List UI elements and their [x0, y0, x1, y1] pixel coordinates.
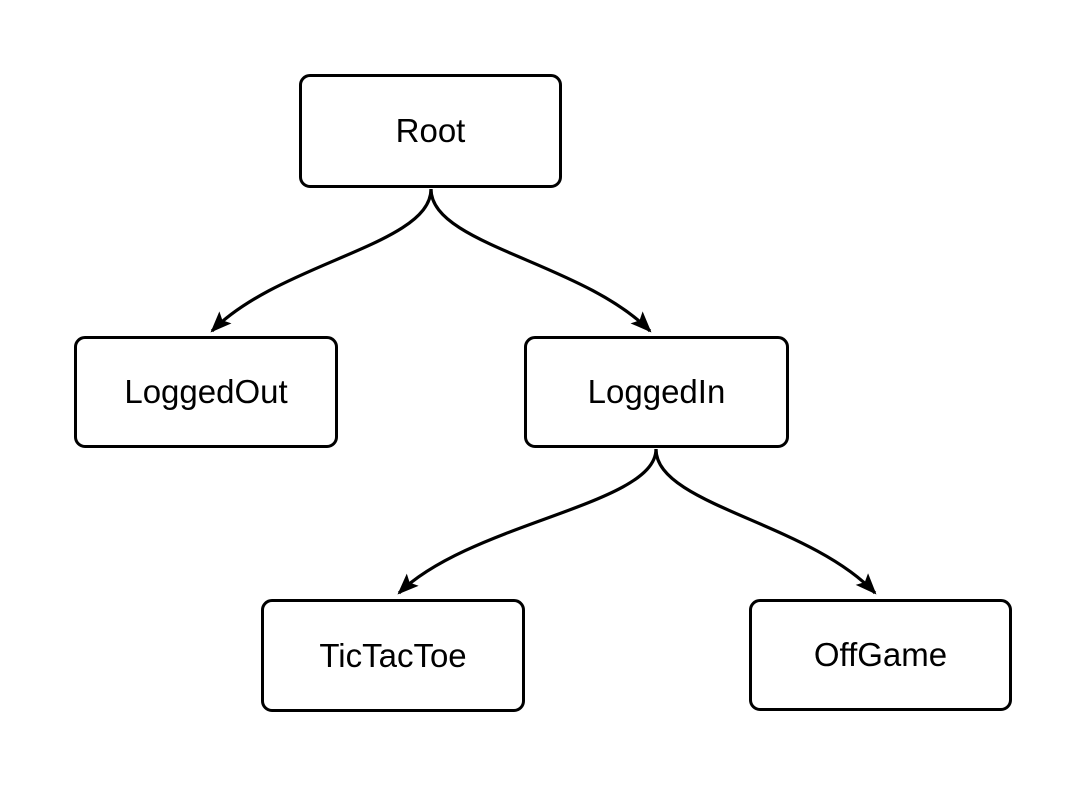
node-tictactoe: TicTacToe: [261, 599, 525, 712]
edge-loggedin-offgame: [654, 448, 877, 595]
node-offgame: OffGame: [749, 599, 1012, 711]
node-tictactoe-label: TicTacToe: [319, 636, 467, 674]
edge-root-loggedout: [210, 188, 433, 333]
node-root-label: Root: [395, 112, 466, 149]
node-loggedout-label: LoggedOut: [124, 373, 288, 410]
edge-root-loggedin: [429, 188, 652, 333]
node-loggedin: LoggedIn: [524, 336, 789, 448]
node-root: Root: [299, 74, 562, 188]
node-loggedout: LoggedOut: [74, 336, 338, 448]
node-loggedin-label: LoggedIn: [587, 373, 726, 410]
node-offgame-label: OffGame: [813, 636, 948, 673]
edge-loggedin-tictactoe: [397, 448, 658, 595]
